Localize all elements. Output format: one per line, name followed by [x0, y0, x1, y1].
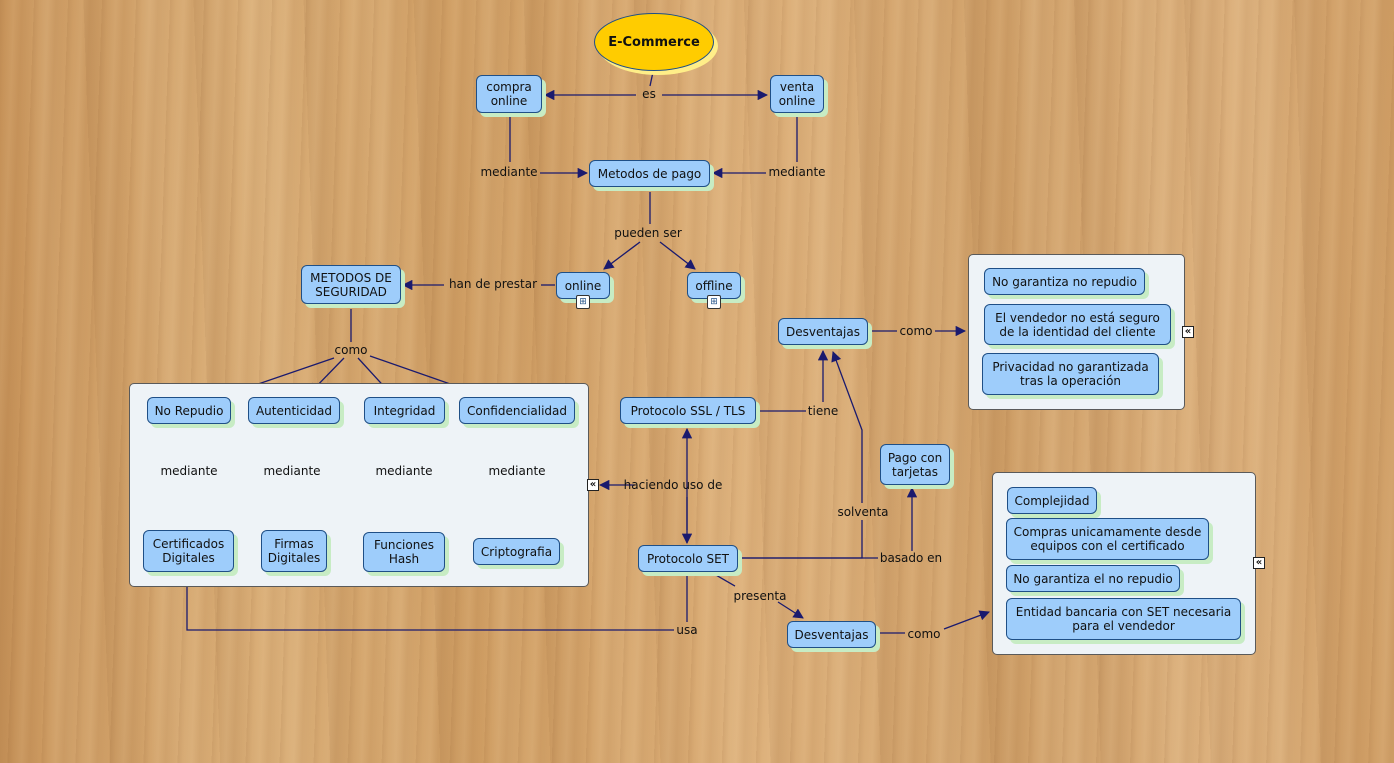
node-ssl-disadvantage-2[interactable]: El vendedor no está seguro de la identid…	[984, 304, 1171, 345]
edge-set-solventa	[740, 520, 863, 559]
link-label-mediante: mediante	[480, 165, 538, 179]
node-online[interactable]: online	[556, 272, 610, 299]
node-ssl-disadvantage-1[interactable]: No garantiza no repudio	[984, 268, 1145, 295]
edge-usa-cert	[181, 574, 674, 631]
node-certificados-digitales[interactable]: Certificados Digitales	[143, 530, 234, 572]
node-no-repudio[interactable]: No Repudio	[147, 397, 231, 424]
node-protocolo-set[interactable]: Protocolo SET	[638, 545, 738, 572]
root-node-ecommerce[interactable]: E-Commerce	[594, 13, 714, 71]
node-pago-tarjetas[interactable]: Pago con tarjetas	[880, 444, 950, 485]
node-set-disadvantage-2[interactable]: Compras unicamamente desde equipos con e…	[1006, 518, 1209, 560]
node-confidencialidad[interactable]: Confidencialidad	[459, 397, 575, 424]
node-desventajas-ssl[interactable]: Desventajas	[778, 318, 868, 345]
edge-solventa-desv1	[831, 351, 863, 503]
edge-presenta-desv2	[777, 601, 804, 619]
link-label-solventa: solventa	[837, 505, 889, 519]
node-venta-online[interactable]: venta online	[770, 75, 824, 113]
link-label-mediante: mediante	[488, 464, 546, 478]
edge-root-es	[649, 71, 654, 87]
link-label-como: como	[899, 324, 933, 338]
edge-pueden-offline	[659, 241, 696, 270]
link-label-mediante: mediante	[263, 464, 321, 478]
node-protocolo-ssl-tls[interactable]: Protocolo SSL / TLS	[620, 397, 756, 424]
link-label-han-de-prestar: han de prestar	[448, 277, 538, 291]
link-label-como: como	[907, 627, 941, 641]
node-funciones-hash[interactable]: Funciones Hash	[363, 532, 445, 572]
submap-icon[interactable]: ⊞	[707, 295, 721, 309]
node-autenticidad[interactable]: Autenticidad	[248, 397, 340, 424]
node-ssl-disadvantage-3[interactable]: Privacidad no garantizada tras la operac…	[982, 353, 1159, 395]
node-offline[interactable]: offline	[687, 272, 741, 299]
link-label-como: como	[334, 343, 368, 357]
link-label-presenta: presenta	[733, 589, 787, 603]
link-label-usa: usa	[676, 623, 698, 637]
node-integridad[interactable]: Integridad	[364, 397, 445, 424]
link-label-mediante: mediante	[768, 165, 826, 179]
collapse-icon[interactable]: «	[587, 479, 599, 491]
link-label-basado-en: basado en	[879, 551, 943, 565]
node-set-disadvantage-1[interactable]: Complejidad	[1007, 487, 1097, 514]
node-desventajas-set[interactable]: Desventajas	[787, 621, 876, 648]
node-set-disadvantage-4[interactable]: Entidad bancaria con SET necesaria para …	[1006, 598, 1241, 640]
link-label-es: es	[642, 87, 656, 101]
node-firmas-digitales[interactable]: Firmas Digitales	[261, 530, 327, 572]
edge-como-group2	[943, 610, 990, 630]
link-label-haciendo-uso-de: haciendo uso de	[623, 478, 723, 492]
collapse-icon[interactable]: «	[1182, 326, 1194, 338]
edge-set-presenta	[715, 574, 736, 587]
submap-icon[interactable]: ⊞	[576, 295, 590, 309]
link-label-mediante: mediante	[375, 464, 433, 478]
node-metodos-pago[interactable]: Metodos de pago	[589, 160, 710, 187]
edge-pueden-online	[603, 241, 641, 270]
node-compra-online[interactable]: compra online	[476, 75, 542, 113]
node-metodos-seguridad[interactable]: METODOS DE SEGURIDAD	[301, 265, 401, 304]
link-label-pueden-ser: pueden ser	[614, 226, 682, 240]
link-label-mediante: mediante	[160, 464, 218, 478]
node-set-disadvantage-3[interactable]: No garantiza el no repudio	[1006, 565, 1180, 592]
link-label-tiene: tiene	[807, 404, 839, 418]
collapse-icon[interactable]: «	[1253, 557, 1265, 569]
node-criptografia[interactable]: Criptografia	[473, 538, 560, 565]
